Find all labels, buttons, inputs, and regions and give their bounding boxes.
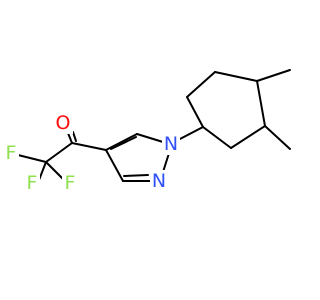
bond-carbonyl-o-b [72,131,77,142]
atom-fluorine-bottom: F [27,172,38,194]
bond-cy-c3-c4 [214,71,258,82]
bond-c4-c5 [105,133,138,151]
bond-methyl-top [256,69,291,82]
bond-c3-c4 [105,149,124,182]
bond-c5-n1 [136,133,164,143]
atom-nitrogen-n2: N [152,170,166,192]
atom-fluorine-left: F [6,142,17,164]
bond-cy-c1-c2 [186,96,204,128]
bond-carbonyl-o-a [67,132,73,144]
bond-cy-c2-c3 [186,71,216,98]
atom-fluorine-right: F [65,172,76,194]
structure-canvas: O F F F N N [3,69,291,194]
bond-n2-c3-inner [123,174,149,177]
bond-cf3-carbonyl [45,142,73,163]
bond-methyl-right [264,125,291,150]
molecule-structure: O F F F N N [3,69,291,194]
atom-oxygen: O [56,112,71,134]
bond-cf3-f-lower [38,161,47,181]
bond-c4-c5-inner [110,136,137,150]
atom-label-layer: O F F F N N [3,112,180,194]
bond-cy-c4-c5 [256,80,266,127]
bond-cy-c6-c1 [202,126,232,149]
bond-n1-cyclohexyl [177,126,204,141]
bond-carbonyl-c4 [71,142,107,151]
bond-cf3-f-left [17,154,47,163]
bond-cy-c5-c6 [230,125,266,149]
atom-nitrogen-n1: N [164,133,178,155]
bond-cf3-f-right [45,161,65,181]
